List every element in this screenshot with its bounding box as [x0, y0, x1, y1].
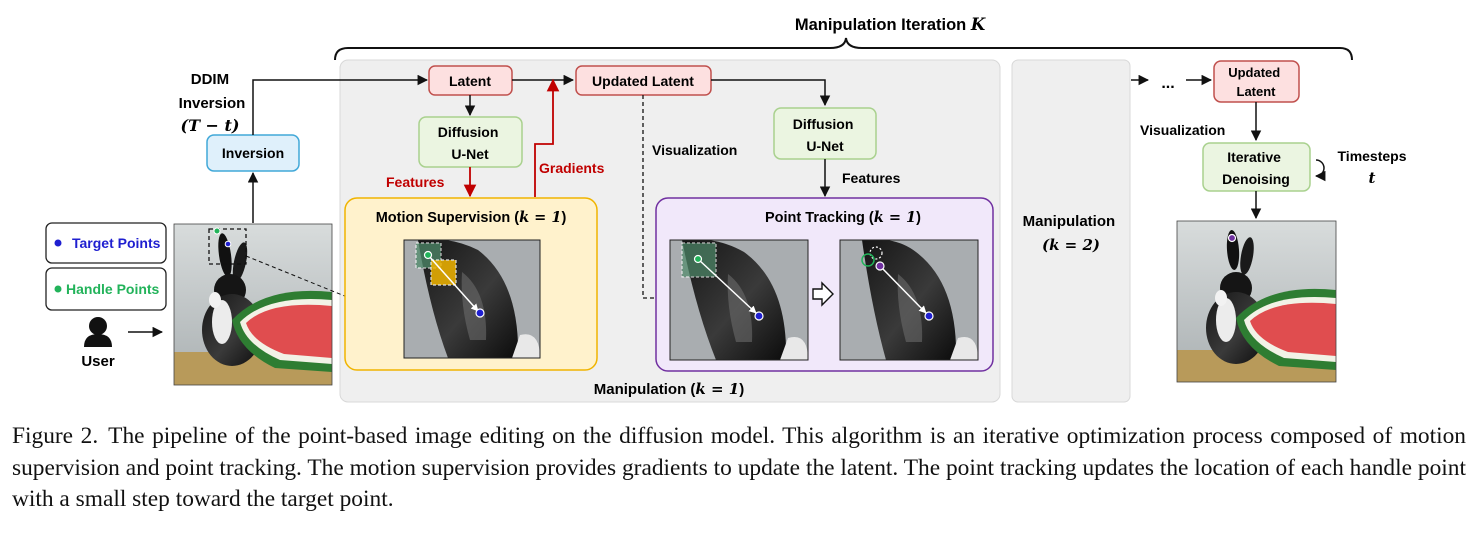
output-moved-point	[1227, 233, 1237, 243]
manipulation-k2-region	[1011, 59, 1131, 403]
features-label-1: Features	[386, 174, 445, 190]
updated-latent-label: Updated Latent	[592, 73, 694, 89]
gradients-arrow	[534, 80, 554, 197]
input-image-frame	[173, 223, 333, 386]
figure-caption: Figure 2.The pipeline of the point-based…	[12, 421, 1466, 516]
visualization-label-1: Visualization	[652, 142, 737, 158]
tracking-direction-arrow-2	[879, 265, 927, 314]
point-tracking-title: Point Tracking (k = 1)	[765, 209, 921, 226]
tracking-image-after	[840, 240, 978, 360]
target-points-label: Target Points	[72, 235, 161, 251]
timesteps-var: t	[1369, 169, 1376, 187]
output-image	[1177, 221, 1336, 382]
pipeline-diagram: Manipulation Iteration K DDIM Inversion …	[45, 15, 1407, 403]
latent-label: Latent	[449, 73, 491, 89]
motion-direction-arrow	[427, 254, 479, 312]
user-icon	[84, 317, 112, 347]
inversion-timestep: (T − t)	[181, 116, 240, 135]
loop-arrow-icon	[1314, 159, 1326, 182]
input-handle-point	[213, 227, 221, 235]
tracking-image-after-frame	[839, 239, 979, 361]
caption-label: Figure 2.	[12, 423, 99, 449]
motion-image-frame	[403, 239, 541, 359]
iterative-denoising-label: Iterative Denoising	[1222, 149, 1290, 187]
handle-point-icon	[54, 285, 62, 293]
user-label: User	[81, 353, 115, 370]
caption-text: The pipeline of the point-based image ed…	[12, 423, 1466, 512]
motion-handle-point	[423, 250, 433, 260]
timesteps-label: Timesteps	[1338, 148, 1407, 164]
tracking-handle-point	[693, 254, 703, 264]
previous-handle-ghost	[869, 246, 883, 260]
iteration-brace	[334, 37, 1353, 61]
target-points-legend	[45, 222, 167, 264]
input-crop-box	[208, 228, 247, 265]
input-image	[174, 224, 332, 385]
iteration-title: Manipulation Iteration K	[795, 15, 986, 34]
tracking-image-before-frame	[669, 239, 809, 361]
motion-supervision-title: Motion Supervision (k = 1)	[376, 209, 567, 226]
unet-label-1: Diffusion U-Net	[438, 124, 503, 162]
gradients-label: Gradients	[539, 160, 605, 176]
tracking-direction-arrow-1	[697, 258, 757, 314]
motion-target-point	[475, 308, 485, 318]
inversion-to-latent-arrow	[252, 74, 429, 135]
step-arrow-icon	[812, 281, 834, 307]
updated-to-unet2-arrow	[711, 79, 831, 107]
input-target-point	[224, 240, 232, 248]
old-handle-ring	[861, 253, 875, 267]
tracking-target-point-2	[924, 311, 934, 321]
target-point-icon	[54, 239, 62, 247]
inversion-box-label: Inversion	[222, 145, 284, 161]
updated-handle-point	[875, 261, 885, 271]
manipulation-k2-label: Manipulation (k = 2)	[1023, 213, 1120, 254]
visualization-label-2: Visualization	[1140, 122, 1225, 138]
ellipsis: ...	[1161, 75, 1174, 92]
features-label-2: Features	[842, 170, 901, 186]
tracking-target-point-1	[754, 311, 764, 321]
manipulation-k1-label: Manipulation (k = 1)	[594, 380, 745, 398]
final-updated-latent-label: Updated Latent	[1228, 65, 1284, 99]
handle-points-legend	[45, 267, 167, 311]
handle-points-label: Handle Points	[66, 281, 160, 297]
ddim-inversion-label: DDIM Inversion	[179, 71, 246, 112]
unet-label-2: Diffusion U-Net	[793, 116, 858, 154]
output-image-frame	[1176, 220, 1337, 383]
